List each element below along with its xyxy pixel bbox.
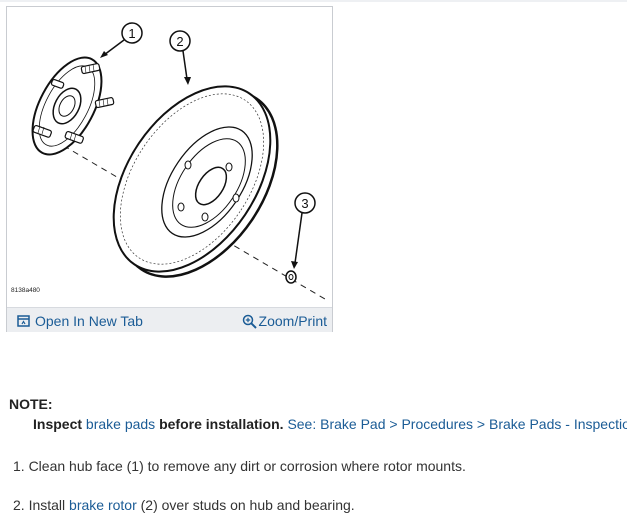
note-label: NOTE: (9, 396, 53, 412)
note-text: Inspect brake pads before installation. … (33, 416, 627, 432)
note-pre: Inspect (33, 416, 86, 432)
callout-1: 1 (100, 22, 143, 58)
step-2-post: (2) over studs on hub and bearing. (136, 497, 355, 513)
hub-flange (31, 56, 115, 156)
zoom-print-button[interactable]: Zoom/Print (242, 312, 327, 330)
zoom-print-label: Zoom/Print (258, 313, 327, 329)
callout-2: 2 (169, 30, 191, 85)
step-2: 2. Install brake rotor (2) over studs on… (13, 497, 355, 513)
zoom-in-icon (242, 314, 257, 329)
see-inspection-link[interactable]: See: Brake Pad > Procedures > Brake Pads… (287, 416, 627, 432)
retaining-nut (285, 270, 297, 284)
open-in-new-tab-button[interactable]: Open In New Tab (17, 312, 143, 330)
note-post: before installation. (155, 416, 284, 432)
top-border (0, 0, 627, 2)
figure-card: 1 2 3 8138a480 Open (6, 6, 333, 332)
callout-3-label: 3 (301, 196, 308, 211)
brake-rotor (112, 85, 279, 278)
callout-1-label: 1 (128, 26, 135, 41)
figure-code: 8138a480 (11, 287, 40, 294)
callout-2-label: 2 (176, 34, 183, 49)
open-in-new-tab-label: Open In New Tab (35, 313, 143, 329)
step-2-pre: 2. Install (13, 497, 70, 513)
brake-rotor-link[interactable]: brake rotor (69, 497, 137, 513)
open-in-new-tab-icon (17, 315, 30, 327)
step-1: 1. Clean hub face (1) to remove any dirt… (13, 458, 466, 474)
brake-pads-link[interactable]: brake pads (85, 416, 156, 432)
brake-rotor-diagram[interactable]: 1 2 3 8138a480 (7, 7, 332, 307)
callout-3: 3 (291, 192, 316, 269)
figure-toolbar: Open In New Tab Zoom/Print (7, 307, 332, 332)
